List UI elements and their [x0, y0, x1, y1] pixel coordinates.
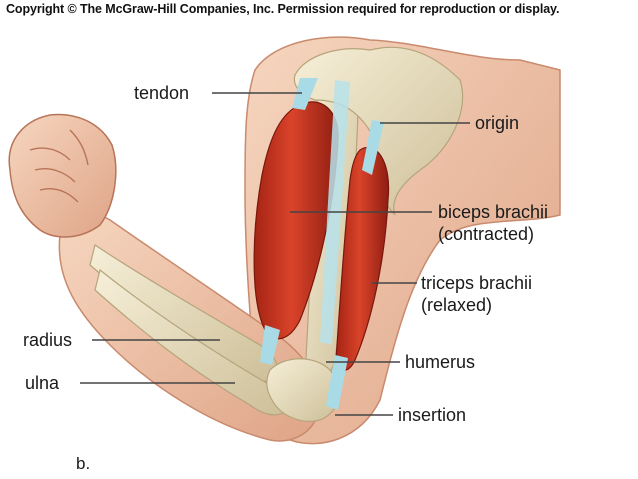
label-biceps-state: (contracted)	[438, 224, 535, 244]
fist	[8, 113, 117, 238]
label-triceps-brachii: triceps brachii	[421, 273, 533, 293]
label-radius: radius	[23, 330, 73, 350]
label-ulna: ulna	[25, 373, 60, 393]
copyright-notice: Copyright © The McGraw-Hill Companies, I…	[6, 2, 560, 16]
label-humerus: humerus	[405, 352, 476, 372]
label-origin: origin	[475, 113, 520, 133]
tendon-origin-biceps	[292, 78, 318, 110]
label-insertion: insertion	[398, 405, 467, 425]
label-triceps-state: (relaxed)	[421, 295, 493, 315]
elbow-joint	[266, 358, 340, 422]
label-tendon: tendon	[134, 83, 190, 103]
fist-finger-creases	[29, 129, 89, 203]
tendon-insertion-triceps	[326, 355, 348, 410]
panel-label: b.	[76, 454, 91, 473]
tendon-insertion	[260, 325, 280, 365]
tendon-origin-triceps	[362, 120, 384, 175]
label-biceps-brachii: biceps brachii	[438, 202, 549, 222]
leader-lines	[80, 92, 470, 416]
